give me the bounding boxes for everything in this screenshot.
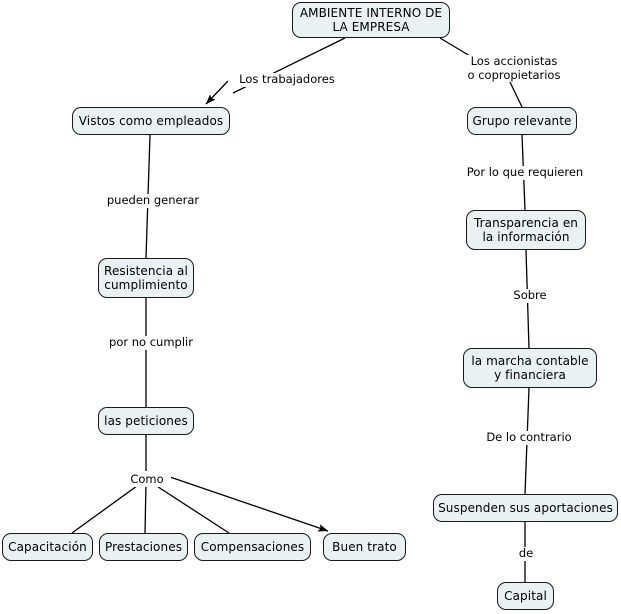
edge-label-los-trabajadores: Los trabajadores	[231, 72, 343, 87]
edge-peticiones-compensaciones	[151, 482, 230, 534]
edge-label-por-no-cumplir: por no cumplir	[101, 335, 201, 350]
node-resistencia-al-cumplimiento[interactable]: Resistencia al cumplimiento	[98, 258, 194, 298]
edge-label-como: Como	[123, 472, 171, 487]
node-ambiente-interno[interactable]: AMBIENTE INTERNO DE LA EMPRESA	[292, 2, 450, 38]
edge-root-grupo	[439, 37, 471, 57]
edge-label-los-accionistas: Los accionistas o copropietarios	[465, 54, 563, 82]
node-capacitacion[interactable]: Capacitación	[2, 533, 93, 561]
edge-label-de: de	[514, 546, 538, 561]
node-transparencia-en-la-informacion[interactable]: Transparencia en la información	[466, 210, 586, 250]
node-la-marcha-contable-y-financiera[interactable]: la marcha contable y financiera	[463, 348, 597, 388]
node-compensaciones[interactable]: Compensaciones	[194, 533, 311, 561]
edge-root-empleados-arrow	[205, 80, 229, 105]
edge-label-de-lo-contrario: De lo contrario	[482, 430, 576, 445]
edge-label-pueden-generar: pueden generar	[100, 193, 206, 208]
node-grupo-relevante[interactable]: Grupo relevante	[467, 107, 577, 135]
edge-peticiones-prestaciones	[144, 482, 147, 534]
node-buen-trato[interactable]: Buen trato	[323, 533, 406, 561]
edge-label-sobre: Sobre	[508, 288, 552, 303]
edge-peticiones-capacitacion	[71, 482, 142, 534]
node-prestaciones[interactable]: Prestaciones	[99, 533, 188, 561]
node-las-peticiones[interactable]: las peticiones	[98, 407, 194, 435]
edge-root-grupo-lower	[509, 81, 523, 108]
node-capital[interactable]: Capital	[497, 582, 554, 610]
edge-peticiones-buentrato	[169, 476, 329, 532]
node-suspenden-sus-aportaciones[interactable]: Suspenden sus aportaciones	[433, 494, 618, 522]
edge-label-por-lo-que-requieren: Por lo que requieren	[460, 165, 590, 180]
node-vistos-como-empleados[interactable]: Vistos como empleados	[72, 107, 230, 135]
